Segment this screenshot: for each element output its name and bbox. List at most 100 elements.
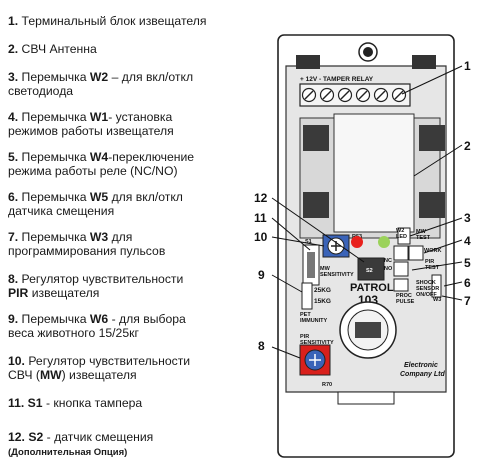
legend-item: 3. Перемычка W2 – для вкл/откл светодиода xyxy=(8,70,193,98)
jumper-w4 xyxy=(393,261,409,277)
legend-text: - датчик смещения xyxy=(43,430,154,444)
legend-text: ) извещателя xyxy=(61,368,137,382)
legend-number: 9. xyxy=(8,312,19,326)
svg-text:WORK: WORK xyxy=(424,248,441,254)
callout-4: 4 xyxy=(464,234,471,248)
svg-text:25KG: 25KG xyxy=(314,287,331,294)
callout-5: 5 xyxy=(464,256,471,270)
jumper-w6 xyxy=(301,282,313,310)
callout-lines xyxy=(271,65,463,359)
svg-text:S1: S1 xyxy=(305,239,312,245)
legend-text: PIR xyxy=(8,286,29,300)
legend-number: 8. xyxy=(8,272,19,286)
legend-text: извещателя xyxy=(28,286,100,300)
callout-1: 1 xyxy=(464,59,471,73)
legend-number: 12. xyxy=(8,430,25,444)
callout-9: 9 xyxy=(258,268,265,282)
legend-text: – для вкл/откл xyxy=(108,70,194,84)
legend-text: S1 xyxy=(27,396,43,410)
legend-text: Регулятор чувствительности xyxy=(18,272,184,286)
legend-text: - для выбора xyxy=(108,312,186,326)
legend-text: Перемычка xyxy=(18,190,90,204)
legend-text: MW xyxy=(39,368,62,382)
legend-number: 7. xyxy=(8,230,19,244)
legend-item: 11. S1 - кнопка тампера xyxy=(8,396,142,410)
legend-text: Перемычка xyxy=(18,312,90,326)
callout-12: 12 xyxy=(254,191,268,205)
legend-number: 6. xyxy=(8,190,19,204)
legend-text: W1 xyxy=(89,110,109,124)
brand-line1: Electronic xyxy=(404,362,438,369)
legend-text: S2 xyxy=(28,430,44,444)
legend-text: Терминальный блок извещателя xyxy=(18,14,207,28)
legend-text: W6 xyxy=(89,312,109,326)
legend-number: 11. xyxy=(8,396,25,410)
terminal-label: + 12V - TAMPER RELAY xyxy=(300,76,374,83)
legend-text: веса животного 15/25кг xyxy=(8,326,139,340)
callout-3: 3 xyxy=(464,211,471,225)
legend-note: (Дополнительная Опция) xyxy=(8,447,128,458)
legend-text: светодиода xyxy=(8,84,74,98)
svg-text:S2: S2 xyxy=(366,268,373,274)
legend-text: - установка xyxy=(108,110,173,124)
legend-number: 4. xyxy=(8,110,19,124)
legend-text: Перемычка xyxy=(18,110,90,124)
legend-item: 1. Терминальный блок извещателя xyxy=(8,14,206,28)
legend-text: Регулятор чувствительности xyxy=(24,354,191,368)
legend-text: режима работы реле (NC/NO) xyxy=(8,164,178,178)
legend-text: Перемычка xyxy=(18,150,90,164)
callout-7: 7 xyxy=(464,294,471,308)
legend-text: W2 xyxy=(89,70,109,84)
legend-text: Перемычка xyxy=(18,230,90,244)
legend-text: - кнопка тампера xyxy=(42,396,143,410)
legend-item: 2. СВЧ Антенна xyxy=(8,42,97,56)
red-led xyxy=(351,236,363,248)
legend-text: W3 xyxy=(89,230,109,244)
legend-number: 1. xyxy=(8,14,19,28)
mw-antenna xyxy=(333,113,415,233)
legend-item: 12. S2 - датчик смещения (Дополнительная … xyxy=(8,430,153,460)
callout-6: 6 xyxy=(464,276,471,290)
legend-number: 10. xyxy=(8,354,25,368)
legend-text: для xyxy=(108,230,133,244)
callout-2: 2 xyxy=(464,139,471,153)
callout-8: 8 xyxy=(258,339,265,353)
legend-text: СВЧ Антенна xyxy=(18,42,97,56)
bottom-clip xyxy=(337,391,395,405)
jumper-w3 xyxy=(393,278,409,292)
legend-number: 5. xyxy=(8,150,19,164)
legend-text: Перемычка xyxy=(18,70,90,84)
jumper-w1 xyxy=(393,245,409,261)
legend-number: 3. xyxy=(8,70,19,84)
legend-text: W4 xyxy=(89,150,109,164)
model-name: PATROL xyxy=(350,282,394,294)
svg-text:15KG: 15KG xyxy=(314,298,331,305)
callout-10: 10 xyxy=(254,230,268,244)
brand-line2: Company Ltd xyxy=(400,371,445,378)
top-clip-right xyxy=(412,55,436,69)
legend-text: режимов работы извещателя xyxy=(8,124,174,138)
callout-11: 11 xyxy=(254,211,267,225)
legend-text: датчика смещения xyxy=(8,204,115,218)
legend-text: программирования пульсов xyxy=(8,244,166,258)
legend-text: -переключение xyxy=(108,150,195,164)
svg-text:W3: W3 xyxy=(433,297,441,303)
svg-text:NC: NC xyxy=(384,258,392,264)
top-clip xyxy=(296,55,320,69)
legend-text: СВЧ ( xyxy=(8,368,40,382)
legend-number: 2. xyxy=(8,42,19,56)
